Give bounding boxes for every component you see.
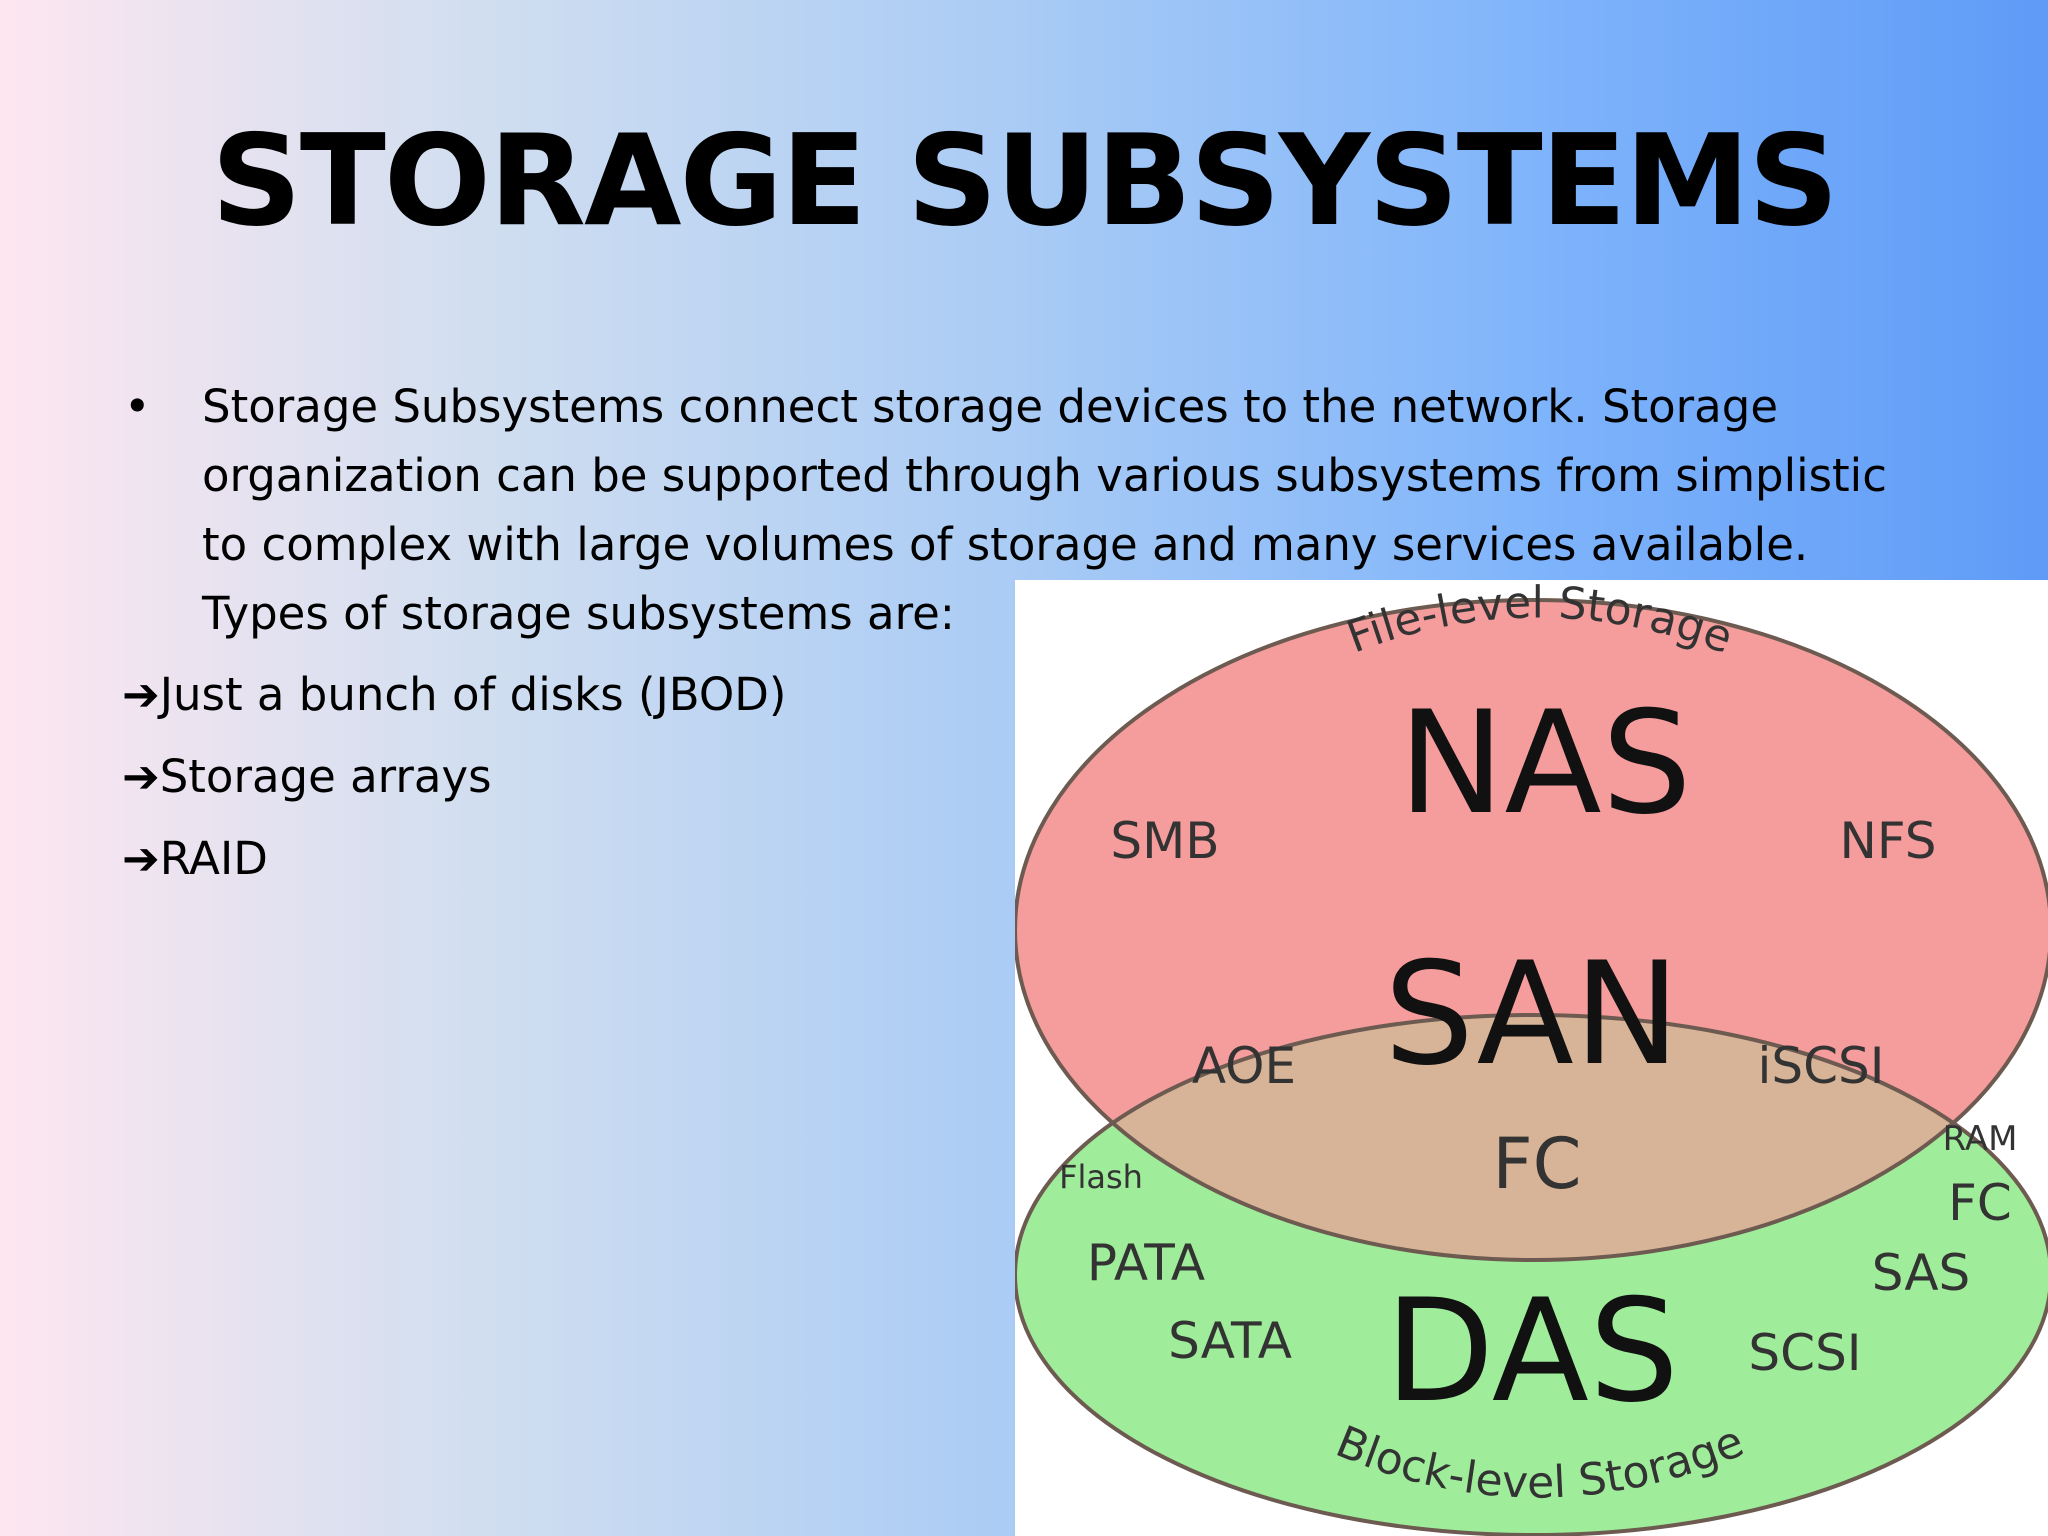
fc-center-label: FC — [1492, 1123, 1581, 1205]
das-outline — [1015, 1013, 2048, 1536]
intro-bullet: • Storage Subsystems connect storage dev… — [122, 372, 1942, 648]
sata-label: SATA — [1168, 1312, 1292, 1370]
list-item: ➔RAID — [122, 824, 1942, 894]
nas-outline — [1015, 598, 2048, 1262]
list-item-text: Just a bunch of disks (JBOD) — [159, 668, 787, 721]
aoe-label: AOE — [1192, 1037, 1296, 1095]
nfs-label: NFS — [1839, 812, 1936, 870]
smb-label: SMB — [1110, 812, 1219, 870]
storage-venn-diagram: File-level Storage Block-level Storage N… — [1015, 580, 2048, 1536]
list-item-text: Storage arrays — [159, 750, 492, 803]
venn-svg: File-level Storage Block-level Storage N… — [1015, 580, 2048, 1536]
san-label: SAN — [1384, 932, 1680, 1097]
flash-label: Flash — [1059, 1158, 1143, 1196]
list-item: ➔Just a bunch of disks (JBOD) — [122, 660, 1942, 730]
scsi-label: SCSI — [1748, 1324, 1861, 1382]
pata-label: PATA — [1087, 1234, 1205, 1292]
list-item: ➔Storage arrays — [122, 742, 1942, 812]
nas-label: NAS — [1398, 681, 1692, 846]
slide-title: STORAGE SUBSYSTEMS — [211, 107, 1839, 254]
intro-text: Storage Subsystems connect storage devic… — [202, 380, 1887, 640]
arrow-right-icon: ➔ — [122, 832, 160, 885]
ram-label: RAM — [1943, 1119, 2018, 1159]
list-item-text: RAID — [159, 832, 268, 885]
san-overlap — [1015, 1015, 2048, 1260]
slide-body: • Storage Subsystems connect storage dev… — [122, 372, 1942, 894]
iscsi-label: iSCSI — [1757, 1037, 1884, 1095]
fc-right-label: FC — [1948, 1174, 2012, 1232]
sas-label: SAS — [1872, 1244, 1971, 1302]
bullet-icon: • — [124, 380, 151, 433]
arrow-right-icon: ➔ — [122, 750, 160, 803]
arrow-right-icon: ➔ — [122, 668, 160, 721]
das-label: DAS — [1385, 1269, 1679, 1434]
